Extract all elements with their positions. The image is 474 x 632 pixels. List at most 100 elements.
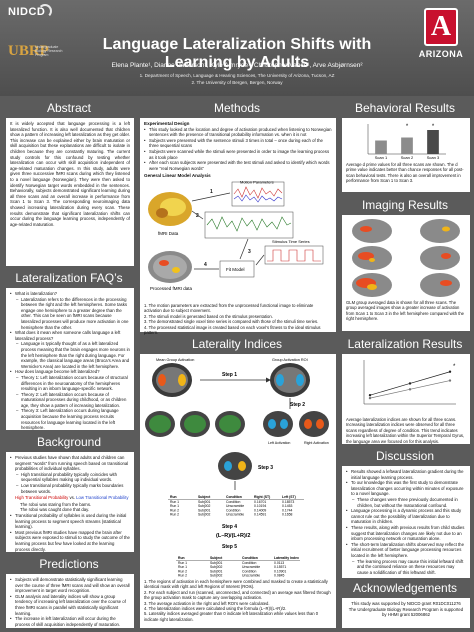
data-point: [368, 394, 372, 397]
table-cell: Subj002: [210, 565, 223, 569]
bar: [401, 137, 413, 154]
step-5-label: Step 5: [222, 544, 237, 550]
flow-arrows: [191, 192, 265, 270]
table-cell: Condition: [242, 561, 256, 565]
data-point: [408, 388, 412, 391]
list-item: The learning process may cause this init…: [346, 559, 466, 576]
list-item: After each scan subjects were presented …: [144, 160, 332, 171]
list-item: Transitional probability of syllables is…: [10, 513, 130, 530]
list-item: Lateralization refers to the differences…: [10, 297, 130, 331]
list-item: Results showed a leftward lateralization…: [346, 469, 466, 480]
table-cell: Run 2: [170, 513, 179, 517]
step-1-label: Step 1: [222, 372, 237, 378]
processed-brain: [148, 250, 192, 283]
svg-text:2: 2: [196, 213, 199, 219]
laterality-note: 3. The average activation in the right a…: [144, 600, 270, 606]
list-item: What does it mean when someone calls lan…: [10, 330, 130, 341]
fmri-data-label: fMRI Data: [158, 231, 179, 236]
table-cell: Run 1: [178, 565, 187, 569]
x-tick-label: Scan 2: [401, 155, 414, 160]
table-cell: 0.10901: [274, 569, 286, 573]
tp-example: High Transitional Probability vs. Low Tr…: [15, 495, 129, 501]
list-item: The short-term lateralization shifts obs…: [346, 542, 466, 559]
significance-mark: *: [453, 364, 456, 370]
data-point: [448, 379, 452, 382]
table-cell: 0.14591: [254, 513, 266, 517]
table-cell: 0.14009: [254, 508, 266, 512]
list-item: Subjects were scanned while the stimuli …: [144, 149, 332, 160]
imaging-caption: GLM group averaged data is shown for all…: [346, 300, 465, 322]
table-cell: Subj002: [210, 574, 223, 578]
abstract-heading: Abstract: [46, 101, 91, 115]
svg-text:Fit Model: Fit Model: [226, 267, 245, 272]
list-item: Most previous fMRI studies have mapped t…: [10, 530, 130, 552]
list-item: GLM analysis and laterality indices will…: [10, 594, 130, 616]
fit-model-box: [219, 260, 255, 278]
list-item: Language is typically thought of as a le…: [10, 341, 130, 369]
table-header: Laterality Index: [274, 556, 299, 560]
x-tick-label: Scan 3: [427, 155, 440, 160]
faq-body: What is lateralization?Lateralization re…: [6, 288, 134, 430]
mean-activation-brain: [152, 363, 192, 397]
laterality-line-chart: *: [363, 360, 456, 405]
table-cell: Unscramble: [242, 574, 260, 578]
list-item: This study looked at the location and de…: [144, 127, 332, 138]
processed-data-label: Processed fMRI data: [150, 286, 193, 291]
table-header: Subject: [198, 495, 211, 499]
behavioral-caption: Average d prime values for all three sca…: [346, 162, 464, 184]
table-cell: Subj001: [198, 508, 211, 512]
method-note: 2. The stimuli model is generated based …: [144, 313, 273, 319]
li-formula: (L–R)/(L+R)/2: [216, 533, 250, 539]
svg-text:Right Activation: Right Activation: [304, 441, 329, 445]
nidcd-logo: NIDCD: [8, 4, 52, 28]
abstract-body: It is widely accepted that language proc…: [6, 118, 134, 266]
imaging-panel: GLM group averaged data is shown for all…: [342, 215, 470, 331]
table-cell: Run 1: [170, 500, 179, 504]
poster-title: Language Lateralization Shifts with Lear…: [102, 36, 372, 71]
table-cell: Run 1: [170, 504, 179, 508]
laterality-diagram: Mean Group Activation Group Activation R…: [145, 358, 329, 550]
list-item: The increase in left lateralization will…: [10, 616, 130, 627]
author-list: Elena Plante¹, Dianne Patterson¹, Kyle A…: [111, 62, 363, 69]
scan-2-brains: [352, 246, 460, 270]
table-cell: 0.0113: [274, 561, 284, 565]
background-heading: Background: [36, 435, 102, 449]
table-header: Condition: [242, 556, 258, 560]
data-point: [448, 370, 452, 373]
table-cell: Run 2: [178, 569, 187, 573]
svg-text:1: 1: [210, 189, 213, 195]
affiliations: 1. Department of Speech, Language & Hear…: [139, 73, 335, 85]
data-point: [408, 382, 412, 385]
table-cell: 0.1744: [282, 508, 292, 512]
table-header: Subject: [210, 556, 223, 560]
acknowledgements-heading: Acknowledgements: [352, 581, 458, 595]
list-item: Theory 1: Left lateralization occurs bec…: [10, 375, 130, 392]
step-numbers: 1 2 3 4: [196, 189, 251, 268]
list-item: High transitional probability typically …: [10, 472, 130, 483]
table-cell: Condition: [226, 508, 240, 512]
discussion-body: Results showed a leftward lateralization…: [342, 466, 470, 578]
list-item: How does language become left lateralize…: [10, 369, 130, 375]
poster-header: NIDCD UBRP Undergraduate Biology Researc…: [0, 0, 474, 96]
list-item: These results, along with previous resul…: [346, 525, 466, 542]
table-cell: Run 2: [170, 508, 179, 512]
table-cell: Unscramble: [226, 504, 244, 508]
predictions-heading: Predictions: [39, 557, 99, 571]
laterality-note: 5. Laterality indices averaged greater t…: [144, 611, 319, 622]
laterality-panel: Mean Group Activation Group Activation R…: [140, 354, 336, 628]
list-item: Subjects will demonstrate statistically …: [10, 577, 130, 594]
svg-text:4: 4: [204, 262, 207, 268]
table-cell: 0.1453: [282, 504, 292, 508]
table-cell: 0.15571: [274, 565, 286, 569]
table-header: Run: [178, 556, 185, 560]
table-header: Left (ST): [282, 495, 296, 499]
scan-3-brains: [352, 273, 460, 297]
methods-heading: Methods: [213, 101, 261, 115]
method-note: 3. The demonstrated single voxel time se…: [144, 319, 319, 325]
table-cell: Condition: [242, 569, 256, 573]
fmri-time-series-plot: [204, 211, 294, 239]
table-cell: 0.1658: [282, 513, 292, 517]
x-tick-label: Scan 1: [375, 155, 388, 160]
laterality-heading: Laterality Indices: [191, 337, 283, 351]
